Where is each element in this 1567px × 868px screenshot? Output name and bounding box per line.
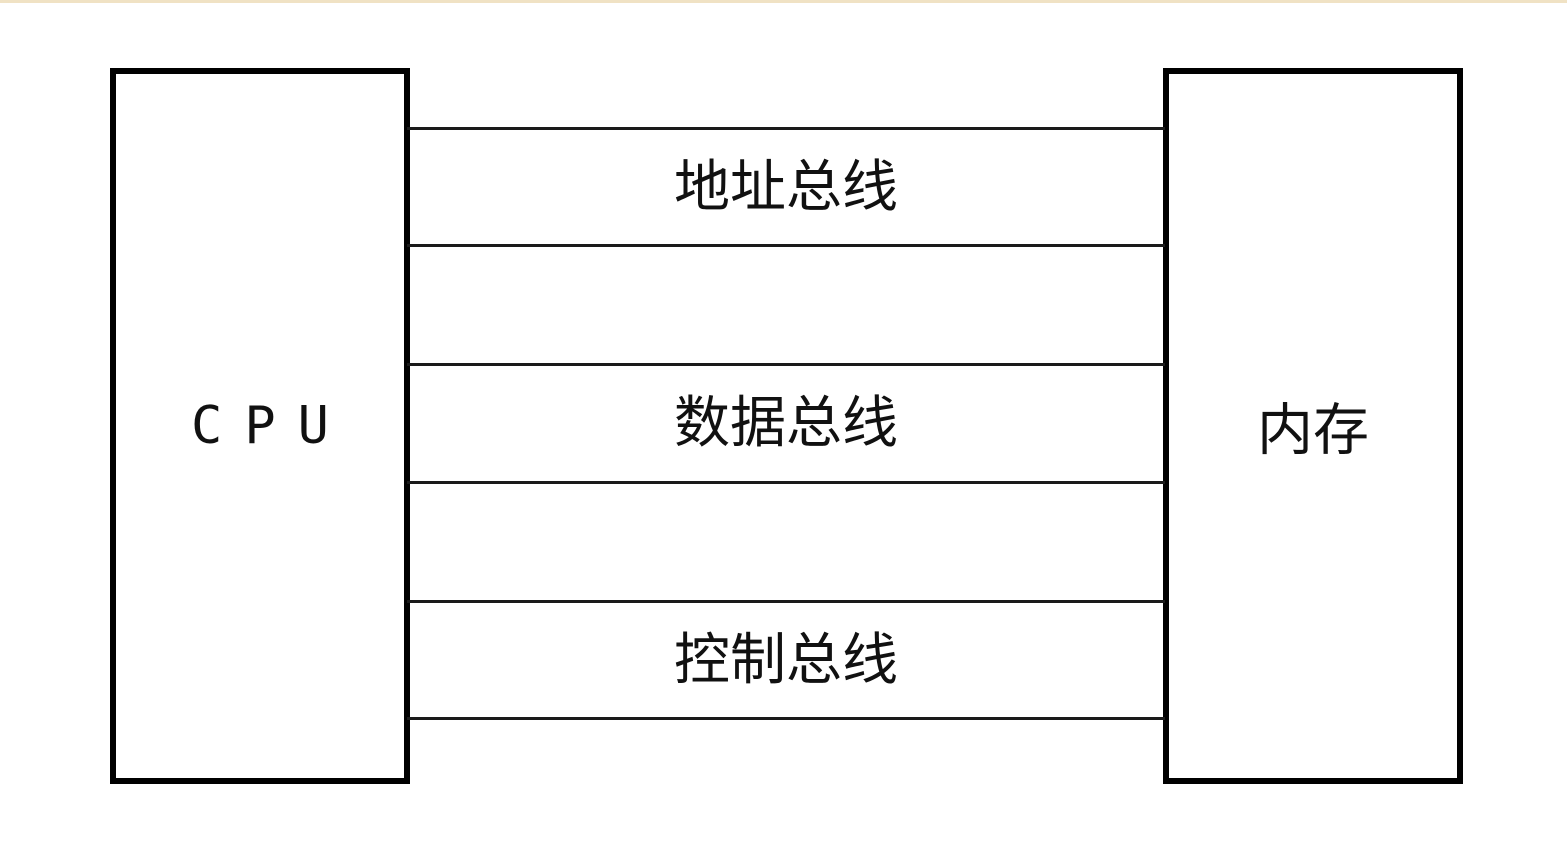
control-bus-top-line [407,600,1165,603]
top-border-strip [0,0,1567,3]
address-bus-label: 地址总线 [674,155,898,220]
control-bus-label: 控制总线 [674,628,898,693]
control-bus-bottom-line [407,717,1165,720]
memory-box: 内存 [1163,68,1463,784]
data-bus-label: 数据总线 [674,391,898,456]
data-bus-bottom-line [407,481,1165,484]
cpu-label: CPU [191,396,351,456]
address-bus-bottom-line [407,244,1165,247]
cpu-box: CPU [110,68,410,784]
memory-label: 内存 [1257,398,1369,464]
data-bus-top-line [407,363,1165,366]
address-bus-top-line [407,127,1165,130]
